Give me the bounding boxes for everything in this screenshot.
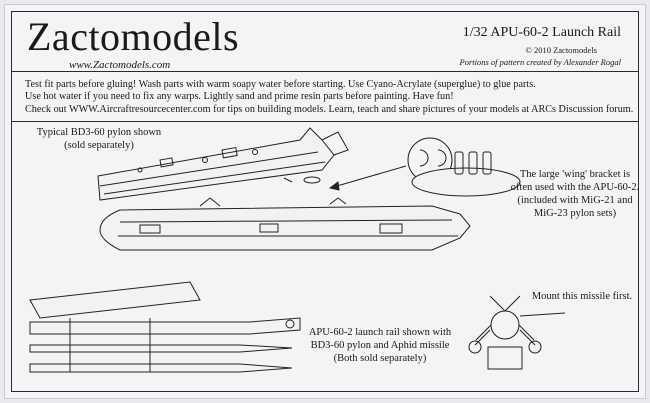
instruction-line: Test fit parts before gluing! Wash parts… — [25, 79, 536, 90]
launch-rail-drawing — [99, 197, 471, 251]
instruction-line: Use hot water if you need to fix any war… — [25, 91, 454, 103]
bd3-60-pylon-drawing — [97, 127, 349, 201]
pylon-note: Typical BD3-60 pylon shown (sold separat… — [36, 127, 162, 151]
page-border — [11, 11, 639, 392]
missile-front-view-drawing — [468, 295, 566, 370]
instruction-line: Check out WWW.Aircraftresourcecenter.com… — [25, 103, 634, 115]
brand-logo: Zactomodels — [27, 14, 240, 59]
kit-title: 1/32 APU-60-2 Launch Rail — [462, 25, 621, 40]
missile-first-note: Mount this missile first. — [531, 291, 633, 302]
header-divider — [11, 71, 639, 72]
bracket-note: The large 'wing' bracket is often used w… — [510, 169, 640, 219]
website-text: www.Zactomodels.com — [69, 59, 171, 71]
assembly-drawing — [29, 281, 301, 373]
wing-bracket-drawing — [328, 137, 521, 197]
instructions-block: Test fit parts before gluing! Wash parts… — [25, 79, 637, 116]
copyright-text: © 2010 Zactomodels — [525, 45, 597, 55]
assembly-note: APU-60-2 launch rail shown with BD3-60 p… — [308, 327, 452, 364]
instructions-divider — [11, 121, 639, 122]
credit-text: Portions of pattern created by Alexander… — [459, 57, 621, 67]
